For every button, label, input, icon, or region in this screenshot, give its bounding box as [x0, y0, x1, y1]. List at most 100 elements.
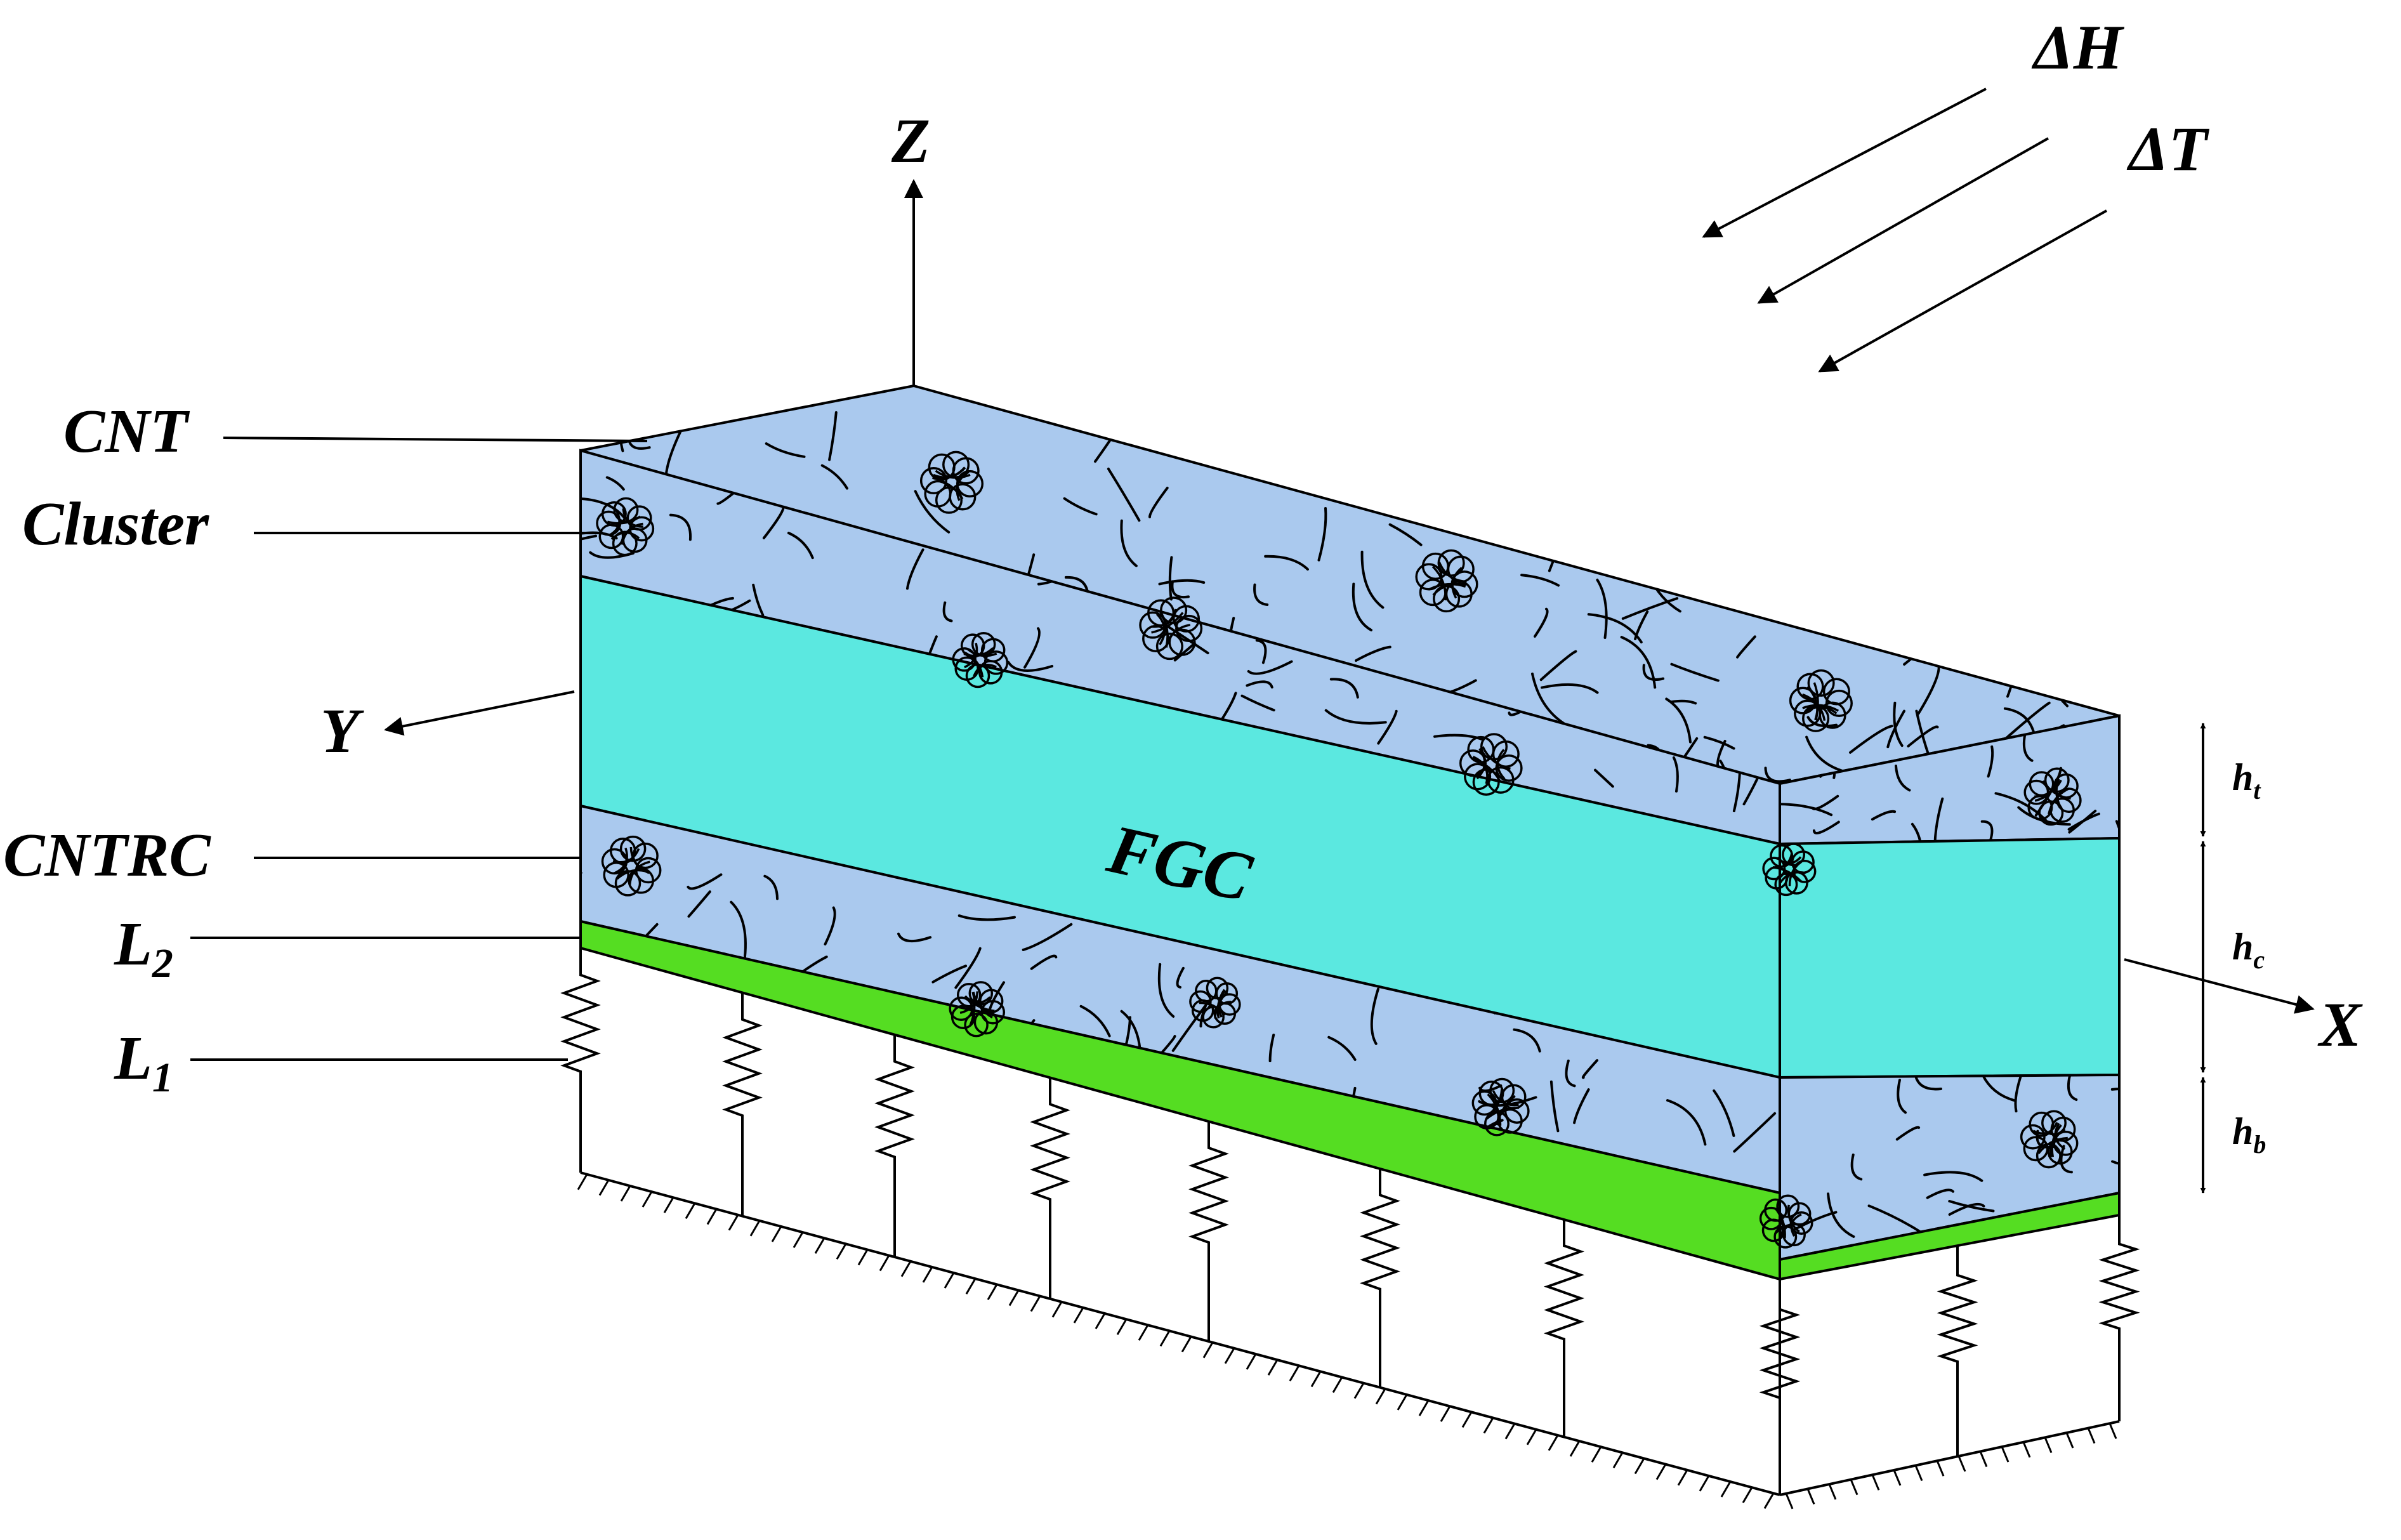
ground-hatch: [2044, 1437, 2053, 1453]
ground-hatch: [987, 1284, 998, 1301]
load-arrow-2: [1757, 137, 2049, 304]
cnt-fibre: [684, 400, 711, 409]
cluster-strand: [1199, 1001, 1226, 1017]
cluster-strand: [1214, 1001, 1232, 1019]
cnt-fibre: [840, 1053, 866, 1071]
ground-hatch: [1569, 1440, 1581, 1457]
ground-hatch: [944, 1272, 955, 1289]
ground-hatch: [1612, 1452, 1624, 1469]
cluster-strand: [1159, 610, 1169, 648]
l1-label-main: L: [114, 1024, 152, 1093]
ground-hatch: [1073, 1307, 1084, 1324]
cnt-fibre: [687, 1090, 706, 1128]
cnt-cluster: [1459, 733, 1523, 796]
cnt-fibre: [1171, 1000, 1210, 1052]
cluster-strand: [629, 846, 650, 874]
cnt-fibre: [652, 332, 682, 381]
cnt-fibre: [730, 900, 747, 965]
cnt-fibre: [1247, 414, 1261, 435]
cnt-fibre: [1672, 756, 1679, 793]
cnt-fibre: [1168, 556, 1173, 601]
cnt-fibre: [1317, 507, 1327, 562]
cluster-strand: [964, 995, 991, 1004]
ground-hatch: [2001, 1446, 2010, 1463]
elastic-foundation: [560, 948, 2140, 1510]
ground-hatch: [1418, 1400, 1430, 1416]
cluster-strand: [2032, 1122, 2058, 1135]
ground-hatch: [1504, 1423, 1516, 1440]
cnt-cluster: [949, 981, 1006, 1037]
cnt-label: CNT: [63, 397, 190, 466]
cnt-fibre: [2110, 1088, 2119, 1096]
cnt-fibre: [850, 1061, 882, 1068]
z-axis-label: Z: [891, 105, 930, 176]
cluster-label: Cluster: [22, 490, 209, 558]
spring-end-0: [1759, 1279, 1801, 1495]
spring-front-4: [1188, 1121, 1229, 1342]
cluster-strand: [1428, 582, 1466, 591]
cnt-fibre: [1079, 1004, 1111, 1037]
cnt-fibre: [2111, 1157, 2119, 1166]
ground-hatch: [1871, 1474, 1880, 1491]
cluster-strand: [1438, 562, 1467, 583]
cnt-fibre: [1520, 574, 1560, 587]
cnt-fibre: [1713, 1089, 1735, 1137]
cnt-fibre: [678, 989, 697, 1011]
cnt-fibre: [2022, 635, 2068, 671]
cnt-fibre: [1715, 508, 1766, 546]
ground-hatch: [1095, 1313, 1106, 1329]
cnt-fibre: [1247, 660, 1293, 675]
ground-hatch: [1159, 1330, 1171, 1347]
cnt-fibre: [1926, 1188, 1954, 1199]
cluster-strand: [1772, 865, 1802, 883]
cnt-fibre: [2008, 586, 2032, 609]
ground-hatch: [793, 1232, 804, 1248]
cnt-fibre: [1699, 500, 1749, 511]
cluster-strand: [1150, 609, 1177, 628]
ground-hatch: [1914, 1465, 1923, 1482]
cnt-fibre: [761, 1128, 777, 1160]
ht-label: ht: [2232, 756, 2261, 805]
cnt-fibre: [1911, 638, 1946, 647]
cnt-fibre: [1704, 478, 1715, 518]
cluster-loop: [980, 638, 1006, 662]
cnt-fibre: [1581, 472, 1620, 485]
cnt-fibre: [1978, 1075, 2016, 1102]
cnt-fibre: [2001, 386, 2029, 410]
cnt-fibre: [1225, 1162, 1257, 1190]
cnt-fibre: [1513, 1028, 1541, 1053]
cnt-fibre: [1148, 487, 1169, 518]
cnt-fibre: [1933, 797, 1944, 844]
cnt-fibre: [1360, 550, 1385, 609]
cluster-loop: [1487, 766, 1515, 794]
cnt-fibre: [1327, 1036, 1357, 1061]
cnt-fibre: [1577, 498, 1638, 505]
ground-hatch: [706, 1208, 718, 1225]
thickness-dimensions: ht hc hb: [2200, 723, 2266, 1194]
cluster-strand: [1487, 1093, 1502, 1126]
ground-hatch: [965, 1278, 977, 1294]
cntrc-label: CNTRC: [3, 821, 211, 890]
cnt-fibre: [2067, 812, 2100, 831]
cnt-fibre: [1268, 1034, 1275, 1063]
cnt-fibre: [1546, 408, 1552, 445]
cnt-fibre: [1829, 595, 1835, 622]
l1-label: L1: [114, 1024, 173, 1101]
cnt-fibre: [2045, 1251, 2090, 1260]
cnt-fibre: [897, 932, 932, 943]
cluster-strand: [1776, 856, 1802, 865]
cnt-fibre: [1719, 760, 1730, 784]
cnt-fibre: [1642, 664, 1665, 681]
ground-hatch: [1116, 1319, 1128, 1335]
cluster-strand: [1774, 1223, 1803, 1235]
cnt-fibre: [1732, 768, 1742, 813]
ground-hatch: [1893, 1470, 1902, 1486]
cnt-cluster: [2020, 1110, 2079, 1169]
cluster-loop: [1764, 1198, 1788, 1222]
cnt-fibre: [1497, 456, 1526, 473]
ground-hatch: [1181, 1336, 1192, 1353]
cnt-fibre: [1478, 1096, 1537, 1107]
ground-hatch: [1246, 1353, 1257, 1370]
cluster-loop: [964, 1013, 989, 1037]
